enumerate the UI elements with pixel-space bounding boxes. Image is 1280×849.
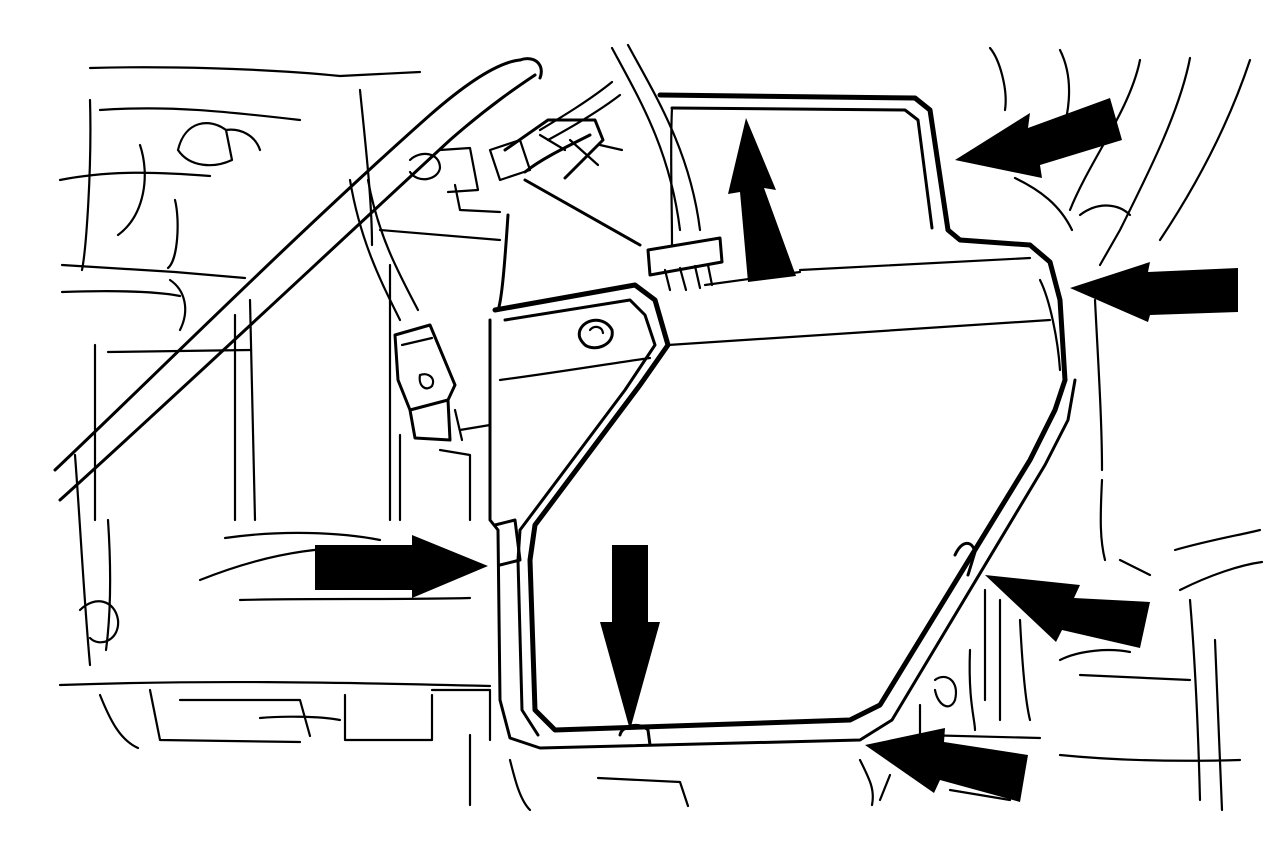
upper-bracket (408, 118, 642, 247)
arrow-bottom-down-icon (600, 545, 660, 730)
sensor-connector (348, 178, 464, 442)
arrow-left-icon (315, 535, 488, 598)
arrow-right-upper-icon (1070, 262, 1238, 322)
arrow-top-right-icon (955, 98, 1122, 178)
arrow-right-lower-icon (985, 575, 1150, 648)
arrow-bottom-right-icon (865, 728, 1028, 802)
background-right-detail (858, 46, 1264, 812)
wire-harness (538, 43, 724, 292)
diagonal-tube (53, 57, 543, 502)
background-engine-detail (58, 66, 690, 812)
callout-arrows (315, 98, 1238, 802)
arrow-top-up-icon (728, 118, 796, 282)
cover-panel (488, 278, 1077, 750)
